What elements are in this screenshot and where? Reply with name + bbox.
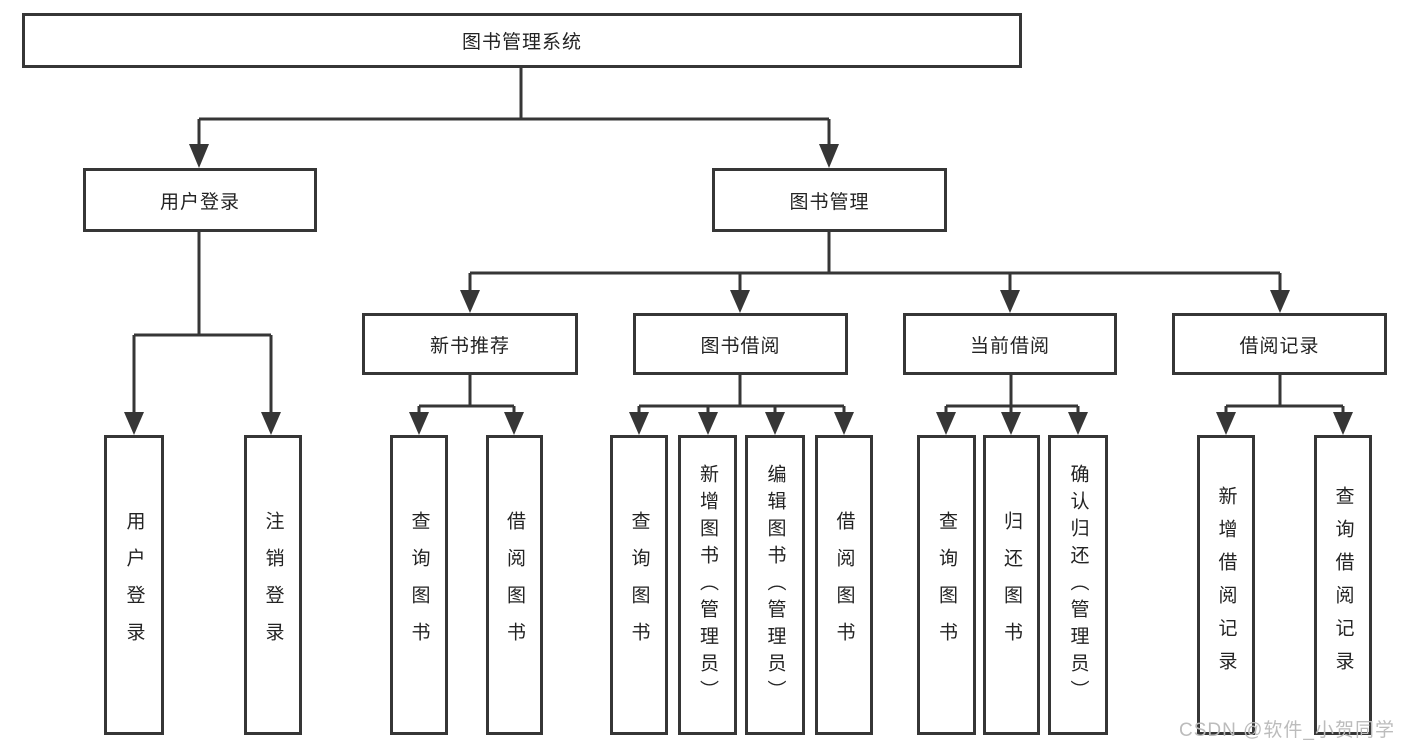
leaf-newbook-borrow-label: 借阅图书 [504, 511, 525, 659]
leaf-logout-label: 注销登录 [262, 511, 284, 659]
node-book-management-label: 图书管理 [789, 191, 870, 213]
leaf-user-login: 用户登录 [104, 435, 164, 735]
node-new-book-recommend: 新书推荐 [362, 313, 578, 375]
csdn-watermark: CSDN @软件_小贺同学 [1179, 720, 1395, 741]
leaf-logout: 注销登录 [244, 435, 302, 735]
leaf-borrow-add-admin-label: 新增图书（管理员） [697, 463, 718, 707]
leaf-current-return-label: 归还图书 [1001, 511, 1022, 659]
leaf-newbook-query-label: 查询图书 [408, 511, 430, 659]
node-user-login-label: 用户登录 [159, 191, 240, 213]
leaf-current-return: 归还图书 [983, 435, 1040, 735]
leaf-newbook-borrow: 借阅图书 [486, 435, 543, 735]
leaf-borrow-query-label: 查询图书 [628, 511, 650, 659]
node-new-book-recommend-label: 新书推荐 [429, 335, 510, 357]
node-user-login: 用户登录 [83, 168, 317, 232]
leaf-borrow-book: 借阅图书 [815, 435, 873, 735]
node-book-borrow: 图书借阅 [633, 313, 848, 375]
leaf-borrow-edit-admin: 编辑图书（管理员） [745, 435, 805, 735]
node-borrow-record: 借阅记录 [1172, 313, 1387, 375]
leaf-current-confirm-admin: 确认归还（管理员） [1048, 435, 1108, 735]
leaf-current-query-label: 查询图书 [936, 511, 957, 659]
leaf-borrow-edit-admin-label: 编辑图书（管理员） [764, 463, 786, 707]
node-book-management: 图书管理 [712, 168, 947, 232]
leaf-current-query: 查询图书 [917, 435, 976, 735]
leaf-borrow-book-label: 借阅图书 [833, 511, 855, 659]
leaf-borrow-query: 查询图书 [610, 435, 668, 735]
leaf-user-login-label: 用户登录 [123, 511, 145, 659]
leaf-newbook-query: 查询图书 [390, 435, 448, 735]
leaf-record-add: 新增借阅记录 [1197, 435, 1255, 735]
leaf-record-query: 查询借阅记录 [1314, 435, 1372, 735]
arrowheads [124, 144, 1353, 435]
leaf-record-query-label: 查询借阅记录 [1332, 486, 1354, 684]
node-current-borrow-label: 当前借阅 [969, 335, 1050, 357]
node-book-borrow-label: 图书借阅 [700, 335, 781, 357]
leaf-record-add-label: 新增借阅记录 [1215, 486, 1237, 684]
node-root: 图书管理系统 [22, 13, 1022, 68]
node-root-label: 图书管理系统 [461, 32, 582, 53]
node-borrow-record-label: 借阅记录 [1239, 335, 1320, 357]
leaf-borrow-add-admin: 新增图书（管理员） [678, 435, 737, 735]
leaf-current-confirm-admin-label: 确认归还（管理员） [1067, 463, 1089, 707]
node-current-borrow: 当前借阅 [903, 313, 1117, 375]
